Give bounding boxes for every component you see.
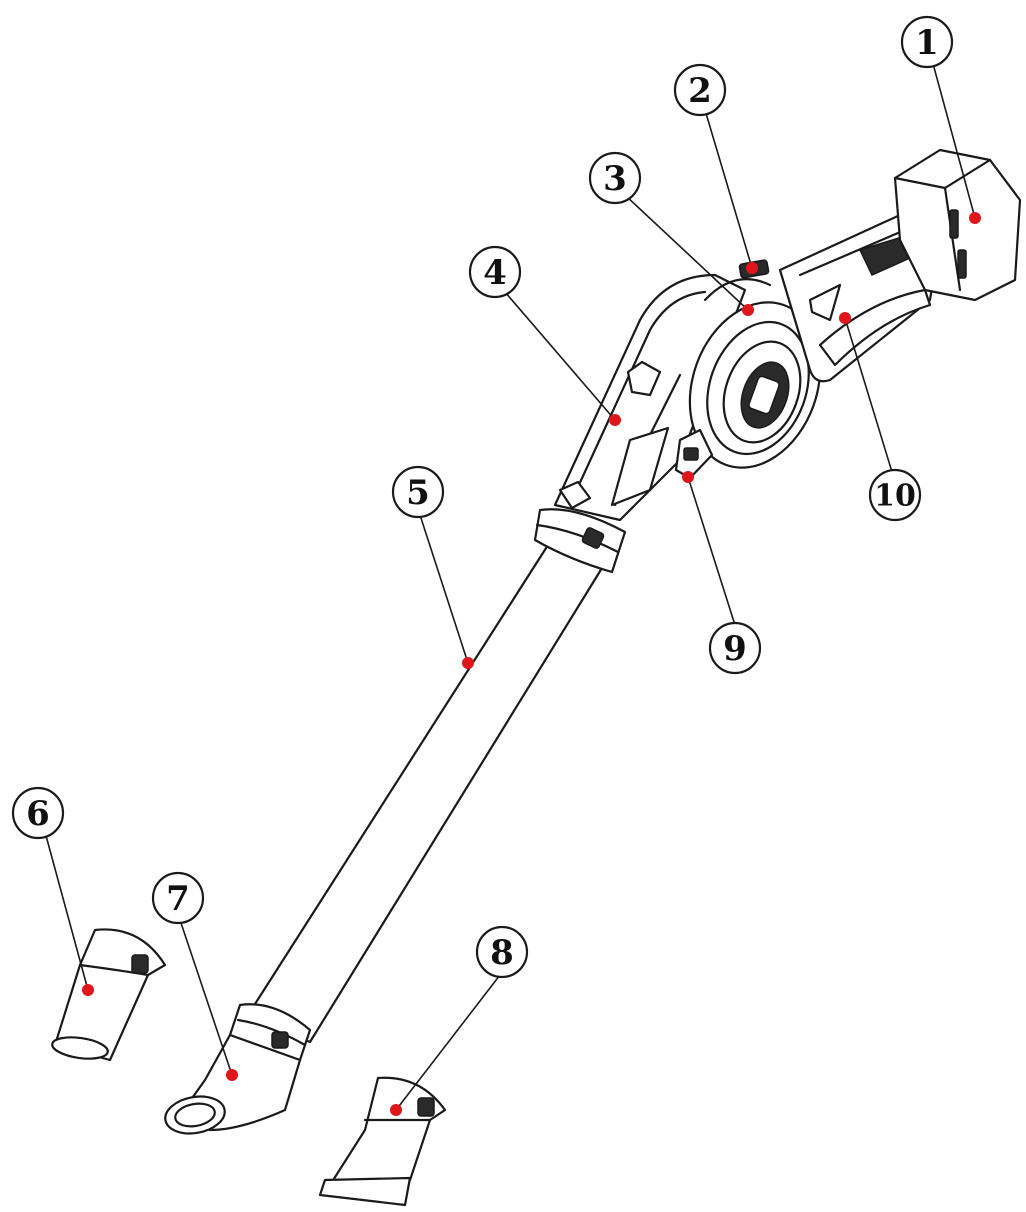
callout-5: 5 [391,465,445,519]
flat-nozzle [318,1076,447,1207]
marker-8 [390,1104,402,1116]
callout-label-5: 5 [406,473,430,513]
blow-tube [246,543,604,1044]
angled-nozzle [164,1033,302,1135]
leader-lines [44,59,976,1111]
fan-housing [688,278,822,469]
callout-10: 10 [868,468,922,522]
lower-latch [674,428,714,480]
callout-7: 7 [151,871,205,925]
callout-label-6: 6 [26,794,50,834]
tube-collar-upper [533,508,627,574]
callout-label-10: 10 [874,479,916,514]
part-markers [82,212,981,1116]
callout-9: 9 [708,621,762,675]
callout-2: 2 [673,63,727,117]
callout-label-4: 4 [483,253,507,293]
marker-7 [226,1069,238,1081]
marker-5 [462,657,474,669]
callout-label-9: 9 [723,629,747,669]
callout-3: 3 [588,151,642,205]
marker-3 [742,304,754,316]
battery-pack [893,148,1022,302]
callout-4: 4 [468,245,522,299]
callout-8: 8 [475,925,529,979]
callout-label-8: 8 [490,933,514,973]
callout-label-3: 3 [603,159,627,199]
callout-6: 6 [11,786,65,840]
callout-label-1: 1 [915,23,939,63]
marker-2 [746,262,758,274]
marker-6 [82,984,94,996]
callout-label-2: 2 [688,71,712,111]
marker-9 [682,471,694,483]
callout-label-7: 7 [166,879,190,919]
marker-4 [609,414,621,426]
marker-1 [969,212,981,224]
marker-10 [839,312,851,324]
round-nozzle [51,928,167,1062]
front-housing [553,273,747,522]
callout-1: 1 [900,15,954,69]
